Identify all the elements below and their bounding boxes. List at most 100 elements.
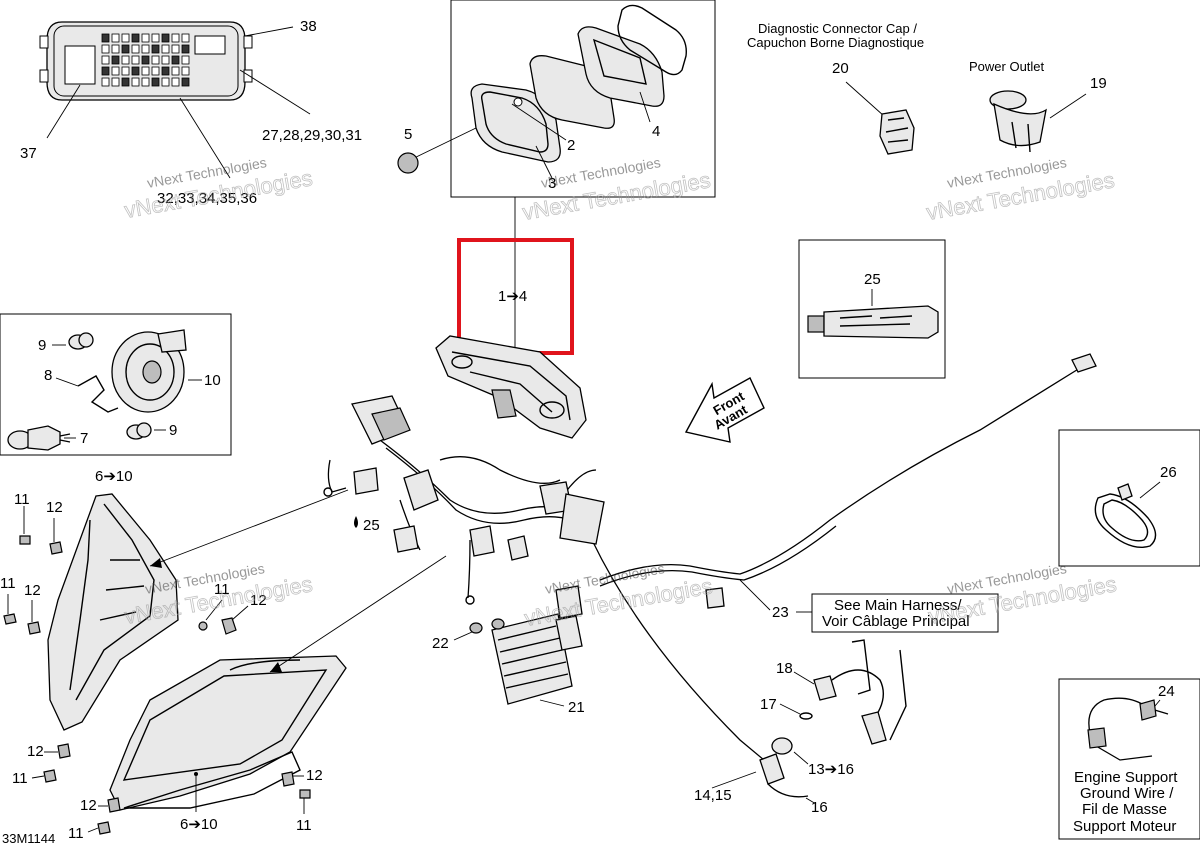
cable-clamp — [1094, 483, 1157, 548]
callout-37: 37 — [20, 145, 37, 162]
fuse-slot — [141, 33, 150, 43]
tether-cord — [831, 639, 907, 745]
fuse-slot — [101, 77, 110, 87]
callout-13-16: 13➔16 — [808, 761, 854, 778]
main-harness-note-en: See Main Harness/ — [834, 597, 962, 614]
halogen-bulb — [7, 425, 71, 451]
callout-21: 21 — [568, 699, 585, 716]
ground-wire-label-fr-1: Fil de Masse — [1082, 801, 1167, 818]
fuse-slot — [101, 55, 110, 65]
fuse-slot — [121, 44, 130, 54]
callout-8: 8 — [44, 367, 52, 384]
fuse-slot — [151, 66, 160, 76]
power-outlet — [989, 90, 1047, 153]
callout-9b: 9 — [169, 422, 177, 439]
callout-11f: 11 — [68, 825, 84, 842]
callout-17: 17 — [760, 696, 777, 713]
fuse-slot — [171, 66, 180, 76]
fuse-slot — [101, 66, 110, 76]
callout-14-15: 14,15 — [694, 787, 732, 804]
diag-cap-label-en: Diagnostic Connector Cap / — [758, 21, 917, 36]
callout-10: 10 — [204, 372, 221, 389]
callout-23: 23 — [772, 604, 789, 621]
fuse-slot — [131, 77, 140, 87]
ground-wire — [1087, 697, 1169, 761]
gauge-housing — [577, 26, 665, 107]
ground-wire-label-en-2: Ground Wire / — [1080, 785, 1174, 802]
callout-18: 18 — [776, 660, 793, 677]
fuse-slot — [131, 44, 140, 54]
right-headlight — [109, 655, 347, 811]
callout-6-10-top: 6➔10 — [95, 468, 133, 485]
fuse-slot — [181, 66, 190, 76]
callout-11e: 11 — [296, 817, 312, 834]
fuse-slot — [171, 55, 180, 65]
fuse-slot — [101, 33, 110, 43]
watermarks: vNext Technologies vNext Technologies vN… — [122, 154, 1119, 631]
fuse-slot — [181, 33, 190, 43]
fuse-slot — [181, 77, 190, 87]
callout-32-36: 32,33,34,35,36 — [157, 190, 257, 207]
fuse-slot — [121, 55, 130, 65]
fuse-slot — [111, 44, 120, 54]
fuse-slot — [141, 55, 150, 65]
callout-16: 16 — [811, 799, 828, 816]
callout-38: 38 — [300, 18, 317, 35]
callout-22: 22 — [432, 635, 449, 652]
fuse-slot — [111, 33, 120, 43]
diag-cap-label-fr: Capuchon Borne Diagnostique — [747, 35, 924, 50]
fuse-slot — [101, 44, 110, 54]
voltage-regulator — [491, 613, 583, 705]
fuse-slot — [161, 77, 170, 87]
fuse-slot — [151, 55, 160, 65]
fuse-slot — [131, 55, 140, 65]
fuse-slot — [151, 77, 160, 87]
callout-25-drop: 25 — [363, 517, 380, 534]
callout-27-31: 27,28,29,30,31 — [262, 127, 362, 144]
callout-26: 26 — [1160, 464, 1177, 481]
fuse-slot — [171, 77, 180, 87]
fuse-slot — [171, 33, 180, 43]
fuse-slot — [181, 44, 190, 54]
callout-12d: 12 — [27, 743, 44, 760]
retaining-spring — [77, 375, 119, 413]
gauge-gasket — [617, 4, 687, 76]
gauge-cluster-assembly — [435, 335, 587, 439]
callout-12e: 12 — [306, 767, 323, 784]
main-harness-note-box — [811, 593, 999, 633]
front-arrow — [684, 377, 765, 443]
fuse-slot — [141, 44, 150, 54]
fuse-slot — [121, 77, 130, 87]
callout-25-box: 25 — [864, 271, 881, 288]
fuse-box — [39, 21, 253, 101]
callout-12b: 12 — [24, 582, 41, 599]
diag-cap — [879, 109, 915, 155]
main-harness — [323, 353, 1097, 761]
gauge-plug-icon — [397, 152, 419, 174]
callout-11d: 11 — [12, 770, 28, 787]
tether-cap — [813, 675, 837, 701]
callout-3: 3 — [548, 175, 556, 192]
fuse-slot — [181, 55, 190, 65]
tether-switch — [759, 737, 793, 785]
fuse-slot — [111, 55, 120, 65]
callout-1-4: 1➔4 — [498, 288, 527, 305]
ground-wire-label-fr-2: Support Moteur — [1073, 818, 1176, 835]
callout-12f: 12 — [80, 797, 97, 814]
callout-7: 7 — [80, 430, 88, 447]
nuts — [469, 618, 505, 634]
callout-4: 4 — [652, 123, 660, 140]
fuse-slot — [111, 77, 120, 87]
callout-20: 20 — [832, 60, 849, 77]
headlight-housing-rear — [111, 329, 187, 413]
callout-19: 19 — [1090, 75, 1107, 92]
left-headlight — [47, 493, 179, 731]
fuse-slot — [131, 33, 140, 43]
callout-11a: 11 — [14, 491, 30, 508]
main-harness-note-fr: Voir Câblage Principal — [822, 613, 970, 630]
callout-12c: 12 — [250, 592, 267, 609]
fuse-slot — [151, 33, 160, 43]
fuse-slot — [121, 33, 130, 43]
callout-2: 2 — [567, 137, 575, 154]
